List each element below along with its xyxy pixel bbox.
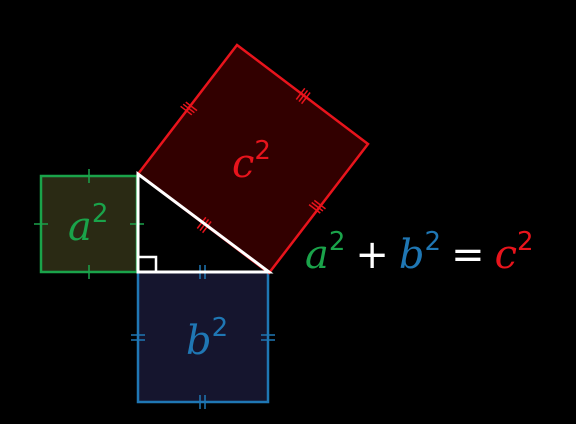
tick-c-top-1: [295, 87, 306, 100]
equation-term-a: a: [305, 232, 329, 278]
right-triangle: [136, 171, 274, 274]
square-a-label: a2: [68, 199, 108, 250]
tick-c-left-3: [185, 101, 198, 112]
pythagorean-equation: a2+b2=c2: [305, 227, 534, 278]
square-b-fill: [136, 270, 270, 404]
equation-term-c: c: [495, 232, 517, 278]
square-a: a2: [34, 169, 144, 279]
tick-c-right-1: [313, 199, 326, 210]
tick-c-top-3: [301, 92, 311, 105]
equation-equals: =: [451, 232, 485, 278]
equation-term-b: b: [399, 232, 425, 278]
right-angle-marker: [138, 255, 158, 272]
tick-c-top-2: [298, 89, 309, 103]
tick-c-right-2: [311, 201, 324, 212]
tick-c-right-3: [308, 204, 321, 214]
square-b: b2: [131, 265, 275, 409]
tick-c-left-1: [180, 105, 193, 116]
square-c-label: c2: [232, 136, 271, 187]
equation-plus: +: [355, 232, 389, 278]
square-b-label: b2: [186, 313, 228, 364]
tick-c-left-2: [182, 103, 195, 114]
triangle-outline: [136, 171, 274, 274]
